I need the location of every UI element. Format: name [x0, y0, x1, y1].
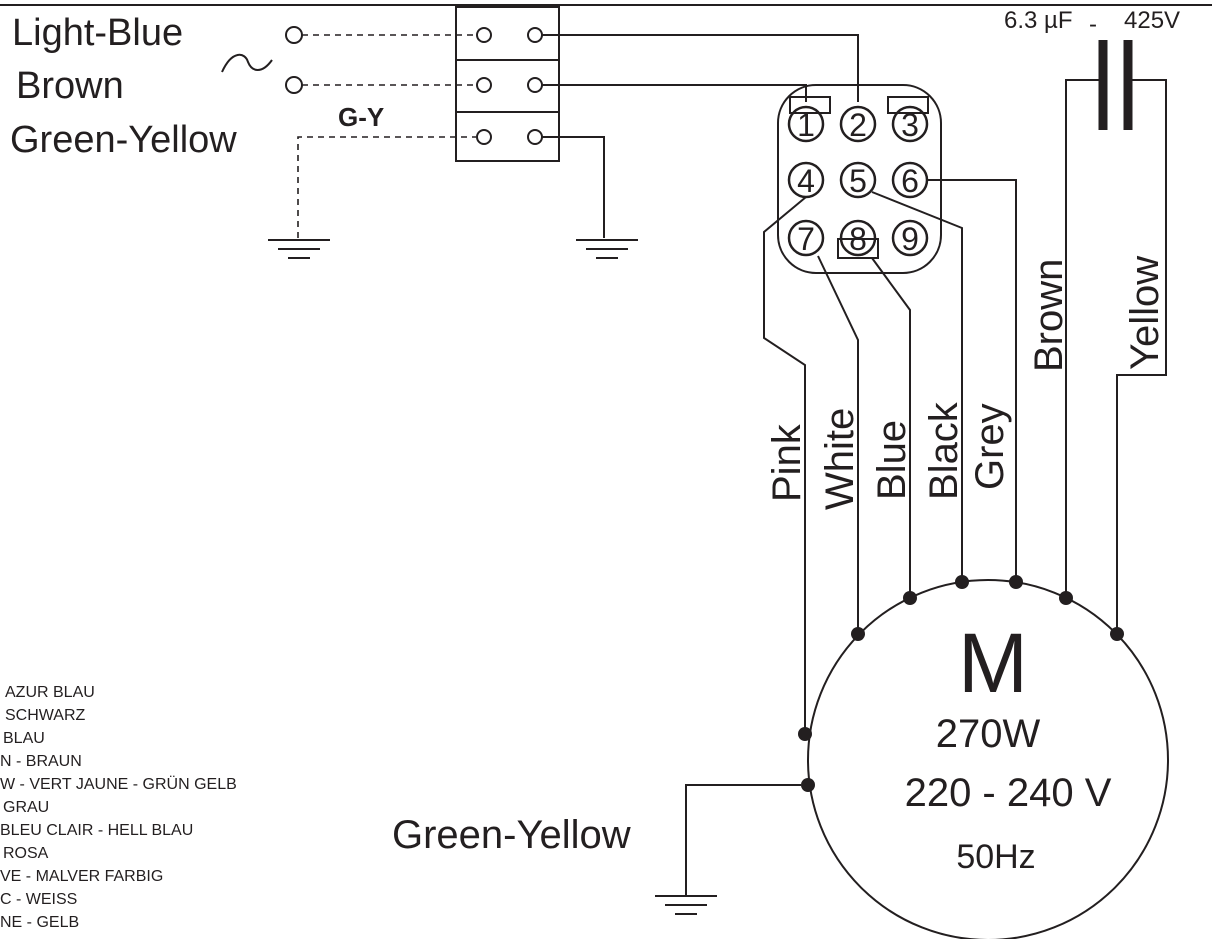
input-terminal-brown	[285, 76, 303, 94]
color-legend: AZUR BLAU SCHWARZ BLAU N - BRAUN W - VER…	[0, 684, 237, 931]
motor-housing	[807, 579, 1169, 939]
svg-text:5: 5	[849, 163, 867, 199]
svg-text:7: 7	[797, 221, 815, 257]
motor-terminal-white	[851, 627, 865, 641]
wire-label-brown: Brown	[1027, 259, 1071, 372]
motor-terminal-yellow	[1110, 627, 1124, 641]
ground-icon-motor	[655, 895, 717, 915]
legend-item: BLAU	[3, 730, 45, 747]
connector-pin-4: 4	[787, 161, 825, 199]
svg-text:4: 4	[797, 163, 815, 199]
wire-capacitor-yellow	[1116, 79, 1167, 633]
wire-block-to-pin-2	[542, 34, 859, 102]
capacitor-capacitance: 6.3 µF	[1004, 7, 1073, 34]
legend-item: VE - MALVER FARBIG	[0, 868, 163, 885]
legend-item: BLEU CLAIR - HELL BLAU	[0, 822, 193, 839]
ac-sine-icon	[221, 53, 273, 73]
motor-terminal-ground	[801, 778, 815, 792]
legend-item: SCHWARZ	[5, 707, 86, 724]
motor-voltage: 220 - 240 V	[905, 771, 1112, 815]
motor-terminal-blue	[903, 591, 917, 605]
legend-item: W - VERT JAUNE - GRÜN GELB	[0, 775, 237, 793]
wire-label-grey: Grey	[968, 403, 1012, 490]
capacitor-separator: -	[1089, 11, 1097, 38]
wire-label-blue: Blue	[870, 420, 914, 500]
wire-label-white: White	[818, 408, 862, 510]
wire-label-pink: Pink	[765, 423, 809, 502]
motor-frequency: 50Hz	[956, 838, 1035, 876]
legend-item: GRAU	[3, 799, 49, 816]
wire-pink	[763, 196, 807, 732]
svg-text:1: 1	[797, 107, 815, 143]
motor-terminal-brown	[1059, 591, 1073, 605]
motor-symbol: M	[958, 616, 1028, 710]
legend-item: N - BRAUN	[0, 753, 82, 770]
wire-block-to-pin-1	[542, 84, 807, 102]
wire-block-to-ground	[542, 136, 605, 238]
wire-motor-ground	[685, 784, 801, 895]
legend-item: AZUR BLAU	[5, 684, 95, 701]
legend-item: C - WEISS	[0, 891, 77, 908]
motor-terminal-grey	[955, 575, 969, 589]
connector-pin-5: 5	[839, 161, 877, 199]
connector-pin-8: 8	[839, 219, 877, 257]
wire-label-yellow: Yellow	[1123, 256, 1167, 370]
connector-pin-2: 2	[839, 105, 877, 143]
ground-icon-block	[576, 239, 638, 259]
capacitor-voltage: 425V	[1124, 7, 1180, 34]
block-terminal-3b	[527, 129, 543, 145]
block-terminal-2b	[527, 77, 543, 93]
motor-power: 270W	[936, 712, 1041, 756]
motor-terminal-pink	[798, 727, 812, 741]
svg-text:8: 8	[849, 221, 867, 257]
block-terminal-2a	[476, 77, 492, 93]
wire-green-yellow-input	[297, 136, 476, 238]
legend-item: ROSA	[3, 845, 49, 862]
ground-icon-input	[268, 239, 330, 259]
input-label-brown: Brown	[16, 65, 124, 107]
legend-item: NE - GELB	[0, 914, 79, 931]
input-terminal-light-blue	[285, 26, 303, 44]
input-label-light-blue: Light-Blue	[12, 12, 183, 54]
block-terminal-3a	[476, 129, 492, 145]
svg-text:9: 9	[901, 221, 919, 257]
connector-pin-9: 9	[891, 219, 929, 257]
motor-ground-label: Green-Yellow	[392, 813, 631, 857]
wire-capacitor-brown	[1065, 79, 1099, 597]
wire-black	[927, 179, 1017, 580]
wire-label-black: Black	[922, 401, 966, 500]
input-label-green-yellow: Green-Yellow	[10, 119, 237, 161]
connector-pin-3: 3	[891, 105, 929, 143]
svg-text:2: 2	[849, 107, 867, 143]
connector-pin-7: 7	[787, 219, 825, 257]
svg-text:6: 6	[901, 163, 919, 199]
block-terminal-1b	[527, 27, 543, 43]
motor-terminal-black	[1009, 575, 1023, 589]
connector-pin-1: 1	[787, 105, 825, 143]
wire-blue	[871, 257, 911, 597]
svg-text:3: 3	[901, 107, 919, 143]
wire-white	[817, 255, 859, 632]
gy-tag: G-Y	[338, 102, 384, 132]
connector-pin-6: 6	[891, 161, 929, 199]
wire-grey	[871, 191, 963, 580]
block-terminal-1a	[476, 27, 492, 43]
